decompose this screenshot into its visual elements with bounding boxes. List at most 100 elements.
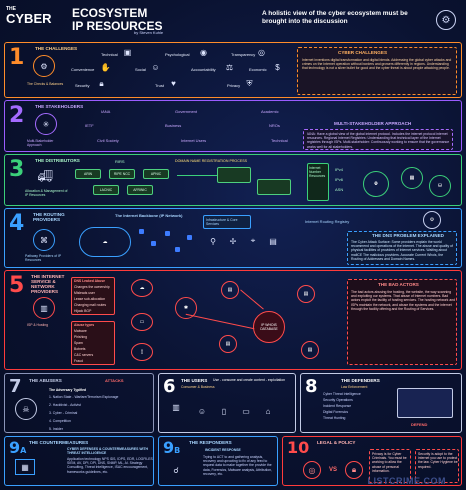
challenges-info-text: Internet inventions digital transformati… (302, 58, 452, 71)
gear-icon[interactable]: ⚙ (436, 10, 456, 30)
adversary-item: 3. Cyber - Criminal (49, 411, 78, 415)
section-number-9a: 9A (9, 440, 26, 456)
logo-ip-resources: IP RESOURCES (72, 19, 163, 33)
rir-node: LACNIC (93, 185, 119, 195)
challenge-privacy: Privacy (227, 83, 241, 88)
antenna-icon: ⌖ (250, 236, 256, 245)
section-2-caption: Multi-Stakeholder Approach (27, 139, 54, 148)
challenge-accountability: Accountability (191, 67, 216, 72)
adversary-item: 1. Nation State - Warfare/Terrorism Espi… (49, 395, 119, 399)
server-icon: ▤ (297, 285, 315, 303)
rir-node: RIPE NCC (109, 169, 135, 179)
section-9a-num: 9 (9, 438, 21, 457)
defender-item: Security Operations (323, 398, 353, 402)
logo-title: ECOSYSTEM IP RESOURCES (72, 7, 162, 33)
section-number-7: 7 (9, 376, 22, 397)
defender-item: Digital Forensics (323, 410, 349, 414)
number-resources-title: Internet Number Resources (309, 166, 326, 179)
satellite-icon: ✢ (229, 236, 237, 246)
adversary-item: 2. Hacktivist - Activist (49, 403, 81, 407)
number-resources-box: Internet Number Resources (307, 163, 329, 201)
section-6-sub: Consumer & Business (181, 385, 215, 389)
eye-icon: ◎ (303, 461, 321, 479)
rirs-label: RIRS (115, 159, 125, 164)
chip-icon: ▣ (123, 48, 132, 57)
routing-registry-label: Internet Routing Registry (305, 219, 350, 224)
section-abusers: 7 THE ABUSERS ATTACKS ☠ The Adversary Ty… (4, 373, 154, 433)
logo-ecosystem: ECOSYSTEM (72, 6, 148, 20)
server-icon: ▤ (221, 281, 239, 299)
bug-icon: ✱ (175, 297, 197, 319)
dns-abuse-item: Changes the ownership (74, 285, 110, 289)
phone-icon: ▯ (131, 343, 153, 361)
registration-stage (217, 167, 251, 183)
countermeasures-text: Application technology NPS IDS, IDPS, ED… (67, 457, 153, 474)
truck-icon: 🚚︎ (37, 169, 53, 183)
database-icon: ⛁ (429, 175, 451, 197)
shield-icon: ⛨ (246, 78, 253, 88)
section-defenders: 8 THE DEFENDERS Law Enforcement Cyber Th… (300, 373, 462, 433)
dns-abuse-item: Hijack BGP (74, 309, 92, 313)
abuse-type: Spam (74, 341, 83, 345)
bad-actors-box: THE BAD ACTORS The bad actors abusing th… (347, 279, 457, 365)
abuse-types-box: Abuse types Malware Phishing Spam Botnet… (71, 321, 115, 365)
section-9b-sub: INCIDENT RESPONSE (205, 448, 241, 452)
privacy-text: Privacy is for Cyber Criminals. You must… (372, 452, 407, 473)
home-icon: ⌂ (265, 406, 271, 416)
registry-icon: ⚙ (423, 211, 441, 229)
section-4-title: THE ROUTING PROVIDERS (33, 212, 65, 222)
adversary-list-title: The Adversary Typified (49, 388, 87, 392)
section-users: 6 THE USERS Consumer & Business Use - co… (158, 373, 296, 433)
mobile-icon: ▯ (221, 406, 227, 416)
user-icon: ☺ (197, 406, 207, 416)
infrastructure-label: Infrastructure & Core Services (206, 218, 238, 227)
section-8-title: THE DEFENDERS (341, 378, 380, 383)
section-5-title: THE INTERNET SERVICE & NETWORK PROVIDERS (31, 274, 65, 294)
stakeholder-civil-society: Civil Society (97, 138, 119, 143)
stakeholder-academic: Academic (261, 109, 279, 114)
stakeholder-nros: NROs (269, 123, 280, 128)
section-9a-letter: A (20, 446, 27, 455)
server-icon: ▥ (33, 297, 55, 319)
stakeholders-info-title: MULTI-STAKEHOLDER APPROACH (334, 121, 412, 126)
section-distributors: 3 THE DISTRIBUTORS 🚚︎ Allocation & Manag… (4, 154, 462, 206)
abuse-link (185, 313, 255, 330)
vs-label: VS (329, 467, 338, 473)
network-icon: ✳ (35, 113, 57, 135)
dashboard-icon: ▦ (15, 459, 35, 475)
people-icon: ☺ (151, 63, 160, 72)
resource-ipv4: IPv4 (335, 167, 344, 172)
dns-abuse-box: DNS Leaked Abuse Changes the ownership M… (71, 277, 115, 315)
lock-icon: 🔒︎ (345, 461, 363, 479)
privacy-box: Privacy is for Cyber Criminals. You must… (369, 449, 411, 483)
section-number-6: 6 (163, 376, 176, 397)
responders-text: Trying to ACT to and gathering analysis,… (203, 455, 272, 476)
section-7-title: THE ABUSERS (29, 378, 62, 383)
registration-flow-label: DOMAIN NAME REGISTRATION PROCESS (175, 159, 248, 163)
section-5-caption: ISP & Hosting (27, 323, 49, 327)
challenge-convenience: Convenience (71, 67, 95, 72)
challenge-social: Social (135, 67, 146, 72)
section-2-title: THE STAKEHOLDERS (35, 104, 84, 109)
handshake-icon: ♥ (171, 79, 176, 88)
bad-actors-text: The bad actors abusing the hosting, the … (351, 290, 455, 311)
laptop-icon: ▭ (131, 313, 153, 331)
attacks-label: ATTACKS (105, 378, 124, 383)
server-icon: ▤ (219, 335, 237, 353)
abuse-type: C&C servers (74, 353, 94, 357)
section-9b-num: 9 (163, 438, 175, 457)
logo-cyber: CYBER (6, 11, 52, 26)
challenges-info-box: CYBER CHALLENGES Internet inventions dig… (297, 47, 457, 95)
stakeholder-ietf: IETF (85, 123, 94, 128)
abuse-link (240, 289, 264, 310)
section-number-2: 2 (9, 103, 25, 128)
gear-network-icon: ⚙ (33, 55, 55, 77)
defender-item: Threat Hunting (323, 416, 346, 420)
coin-icon: $ (275, 63, 280, 72)
backbone-label: The Internet Backbone (IP Network) (115, 213, 183, 218)
server-icon: ▤ (301, 341, 319, 359)
section-routing: 4 THE ROUTING PROVIDERS ⌘ Pathway Provid… (4, 208, 462, 268)
security-text: Security is adopt to the internet you us… (418, 452, 458, 469)
section-number-5: 5 (9, 273, 25, 298)
hacker-icon: ☠ (15, 398, 37, 420)
